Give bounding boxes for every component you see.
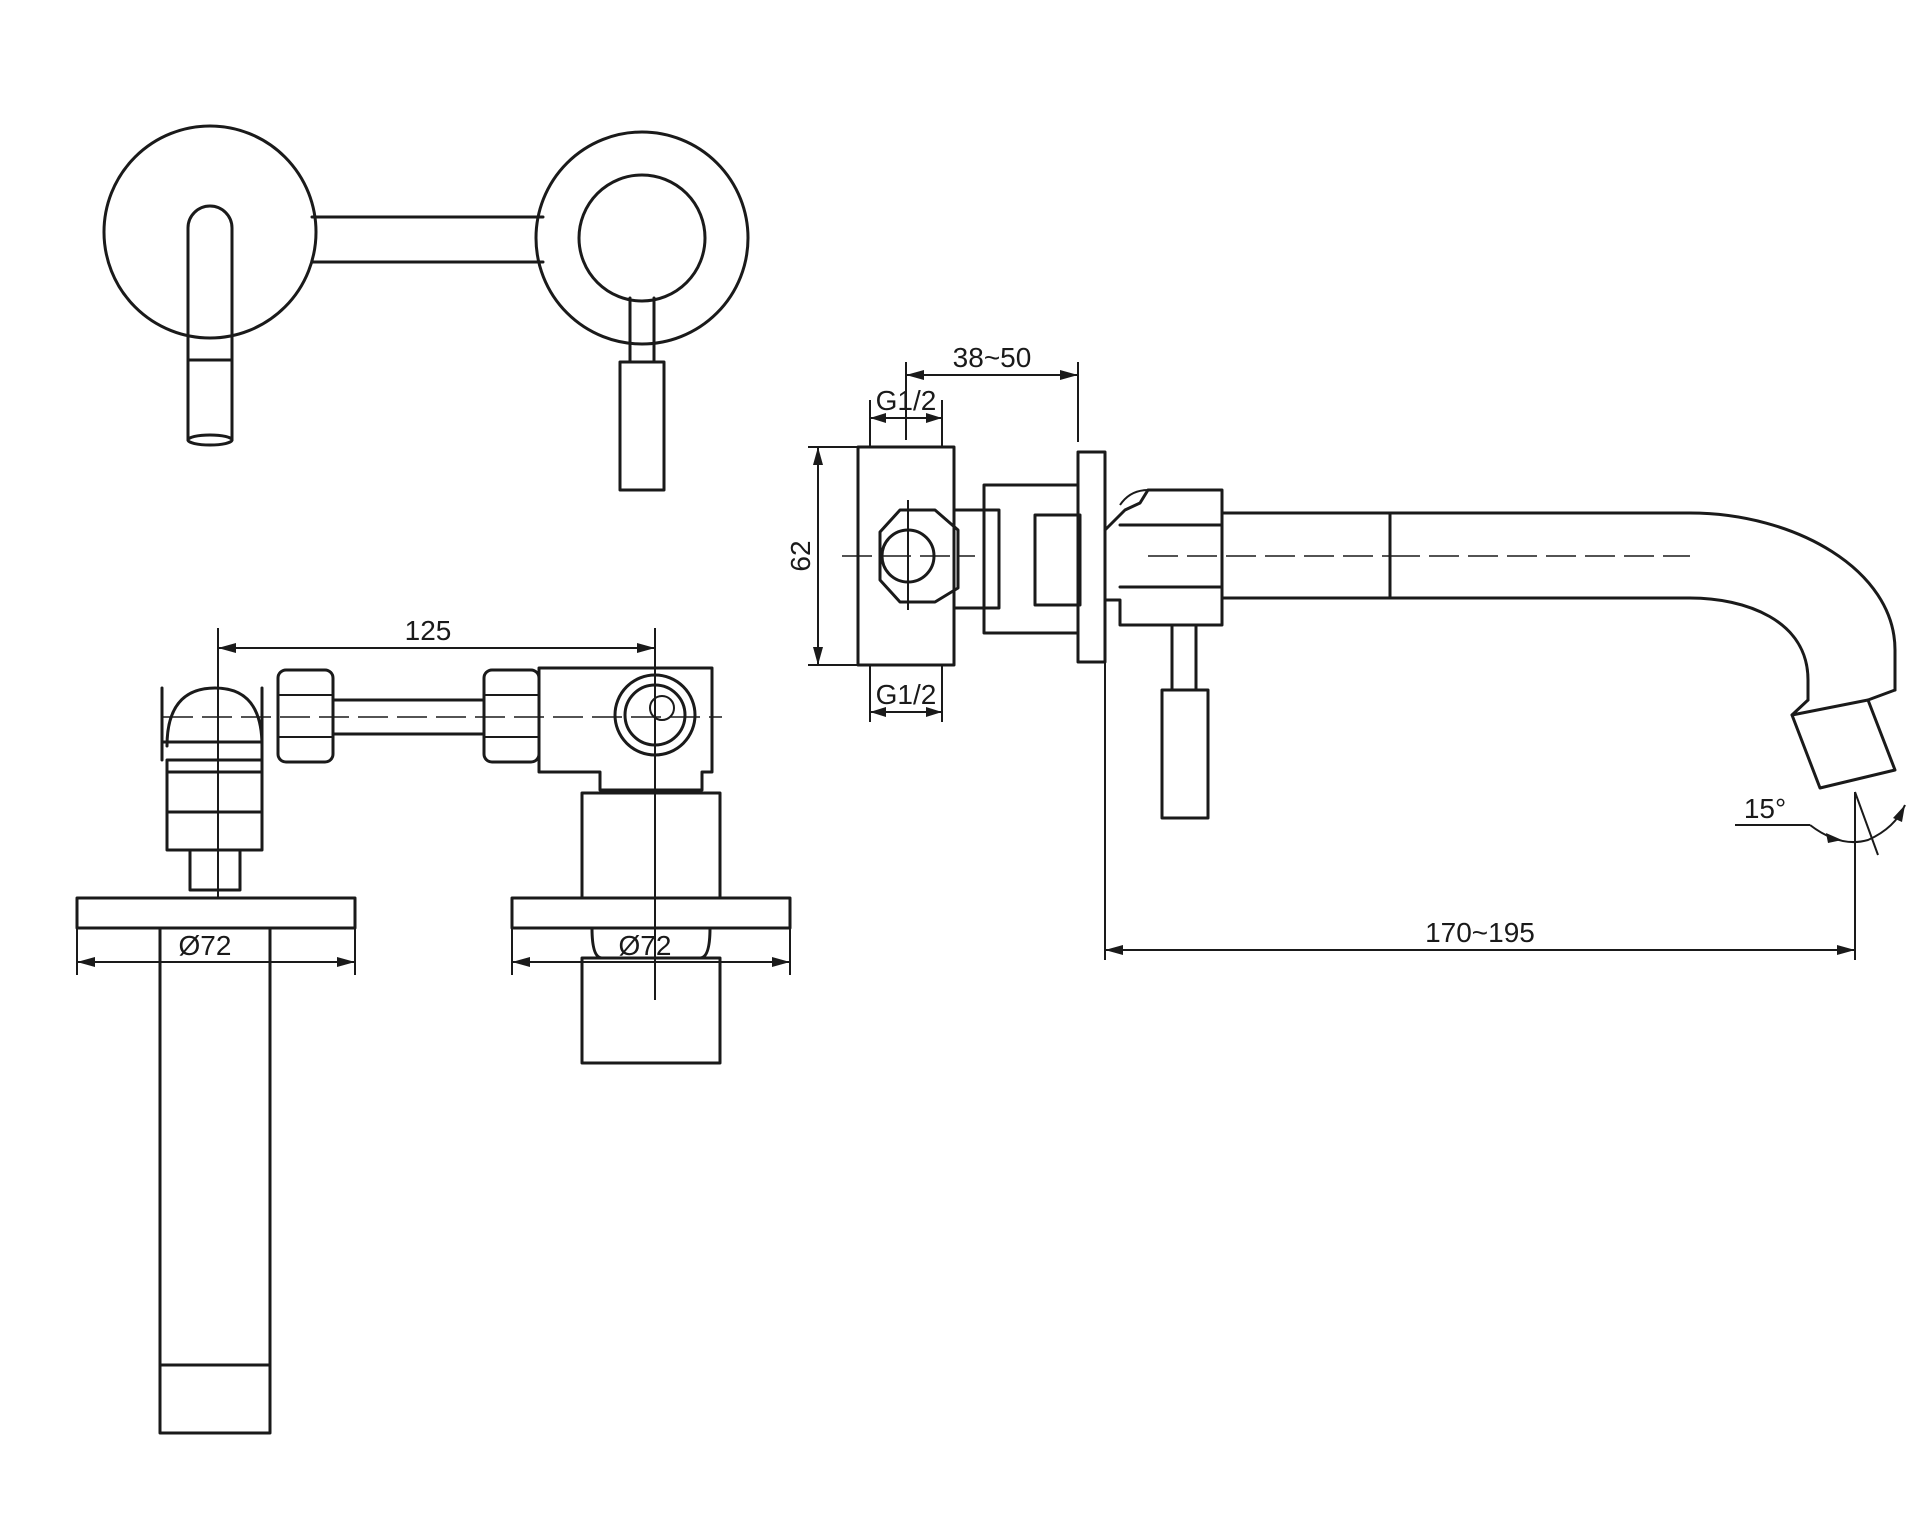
dim-62-label: 62 <box>785 540 816 571</box>
dim-dia-right-label: Ø72 <box>619 930 672 961</box>
plate-left <box>75 896 357 930</box>
top-view: 125 Ø72 Ø72 <box>75 615 792 1435</box>
plate-right <box>510 896 792 930</box>
dim-reach-label: 170~195 <box>1425 917 1535 948</box>
valve-cartridge-top <box>580 791 722 900</box>
elbow-dome <box>165 686 264 748</box>
valve-body-top <box>537 666 714 792</box>
handle-top <box>580 956 722 1065</box>
spout-front <box>186 204 234 442</box>
thread-bottom-label: G1/2 <box>876 679 937 710</box>
dim-angle-label: 15° <box>1744 793 1786 824</box>
spout-pipe-top <box>158 926 272 1435</box>
spout-side <box>1220 511 1897 692</box>
lever-handle-side <box>1160 688 1210 820</box>
front-view <box>102 124 750 492</box>
dim-wall-depth-label: 38~50 <box>953 342 1032 373</box>
dim-dia-left-label: Ø72 <box>179 930 232 961</box>
hex-nut-left <box>276 668 335 764</box>
side-view: 62 G1/2 G1/2 38~50 170~195 15° <box>785 342 1906 960</box>
spout-rosette <box>102 124 318 340</box>
dim-125-label: 125 <box>405 615 452 646</box>
valve-rosette <box>534 130 750 346</box>
wall-plate-side <box>1076 450 1107 664</box>
hex-nut-right <box>482 668 541 764</box>
